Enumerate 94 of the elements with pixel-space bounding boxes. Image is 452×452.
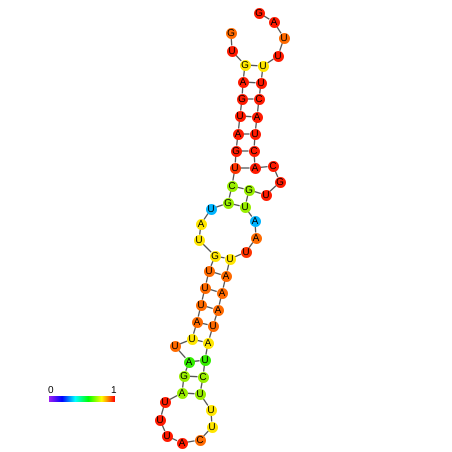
connector-line	[240, 104, 242, 111]
nucleotide-circle: U	[170, 340, 180, 352]
connector-line	[279, 43, 283, 51]
connector-line	[208, 331, 212, 338]
connector-line	[214, 272, 221, 276]
nucleotide-circle: U	[206, 204, 216, 214]
nucleotide-circle: U	[194, 388, 206, 400]
nucleotide-circle: U	[240, 202, 250, 212]
nucleotide-circle: A	[192, 316, 202, 328]
connector-line	[243, 70, 245, 77]
nucleotide-circle: U	[278, 32, 290, 44]
nucleotide-circle: U	[162, 430, 172, 442]
connector-line	[205, 348, 208, 355]
nucleotide-circle: A	[220, 270, 232, 282]
connector-line	[261, 71, 263, 78]
nucleotide-circle: U	[256, 78, 266, 88]
nucleotide-circle: U	[272, 50, 284, 62]
nucleotide-circle: G	[240, 60, 250, 70]
nucleotide-circle: U	[154, 414, 166, 426]
connector-line	[170, 395, 178, 400]
nucleotide-circle: G	[178, 370, 190, 382]
connector-line	[160, 407, 164, 415]
nucleotide-circle: A	[250, 216, 260, 226]
nucleotide-circle: C	[198, 372, 208, 382]
connector-line	[238, 121, 240, 129]
connector-line	[256, 104, 260, 112]
nucleotide-circle: A	[250, 162, 260, 174]
nucleotide-circle: A	[232, 128, 244, 140]
connector-line	[270, 185, 276, 192]
connector-line	[255, 122, 257, 129]
nucleotide-circle: U	[260, 190, 272, 200]
connector-line	[234, 254, 242, 258]
nucleotide-circle: U	[204, 266, 214, 276]
nucleotide-circle: A	[238, 76, 248, 88]
nucleotide-circle: U	[186, 334, 198, 344]
nucleotide-circle: A	[216, 288, 228, 298]
connector-line	[192, 327, 196, 334]
nucleotide-circle: U	[250, 128, 260, 140]
connector-line	[204, 213, 208, 220]
nucleotide-circle: C	[268, 160, 278, 172]
nucleotide-circle: A	[250, 232, 262, 244]
nucleotide-circle: C	[254, 94, 264, 104]
nucleotide-circle: U	[200, 282, 210, 294]
nucleotide-circle: A	[176, 438, 188, 448]
connector-line	[180, 340, 188, 344]
nucleotide-circle: G	[226, 28, 236, 38]
scale-label: 1	[111, 386, 117, 396]
connector-line	[254, 190, 261, 194]
nucleotide-circle: U	[224, 254, 236, 264]
connector-line	[267, 58, 274, 64]
nucleotide-circle: U	[194, 234, 204, 246]
scale-label: 0	[48, 386, 54, 396]
connector-line	[200, 382, 203, 389]
nucleotide-circle: G	[274, 176, 286, 188]
nucleotide-circle: U	[206, 422, 218, 432]
nucleotide-circle: A	[268, 16, 280, 28]
connector-line	[210, 288, 217, 292]
connector-line	[178, 350, 186, 358]
nucleotide-circle: A	[212, 304, 224, 316]
nucleotide-circle: C	[248, 146, 260, 156]
connector-line	[248, 242, 254, 248]
connector-line	[260, 166, 268, 168]
nucleotide-circle: U	[258, 60, 268, 72]
connector-line	[203, 365, 205, 372]
connector-line	[182, 381, 184, 388]
connector-line	[189, 376, 198, 378]
nucleotide-circle: A	[202, 338, 214, 348]
nucleotide-circle: C	[194, 434, 206, 446]
nucleotide-circle: G	[230, 146, 242, 156]
nucleotide-circle: U	[230, 162, 240, 174]
connector-line	[214, 315, 217, 321]
nucleotide-circle: G	[244, 184, 254, 196]
nucleotide-circle: U	[234, 110, 246, 122]
nucleotide-circle: U	[160, 396, 170, 408]
connector-line	[185, 366, 188, 372]
connector-line	[236, 139, 238, 146]
nucleotide-circle: U	[200, 354, 210, 366]
nucleotide-circle: G	[236, 94, 248, 104]
nucleotide-circle: A	[196, 218, 206, 230]
nucleotide-circle: U	[196, 300, 206, 310]
nucleotide-circle: U	[208, 320, 218, 332]
connector-line	[206, 306, 213, 310]
connector-line	[216, 204, 224, 208]
nucleotide-circle: A	[184, 356, 194, 368]
nucleotide-circle: G	[210, 250, 220, 262]
nucleotide-circle: C	[226, 180, 238, 192]
nucleotide-circle: A	[252, 112, 262, 122]
nucleotide-circle: U	[226, 46, 238, 56]
nucleotide-circle: G	[222, 198, 234, 208]
nucleotide-circle: G	[254, 8, 264, 18]
nucleotide-circle: U	[206, 404, 216, 416]
connector-line	[202, 243, 212, 253]
nucleotide-circle: U	[240, 246, 252, 258]
nucleotide-circle: A	[176, 388, 188, 398]
